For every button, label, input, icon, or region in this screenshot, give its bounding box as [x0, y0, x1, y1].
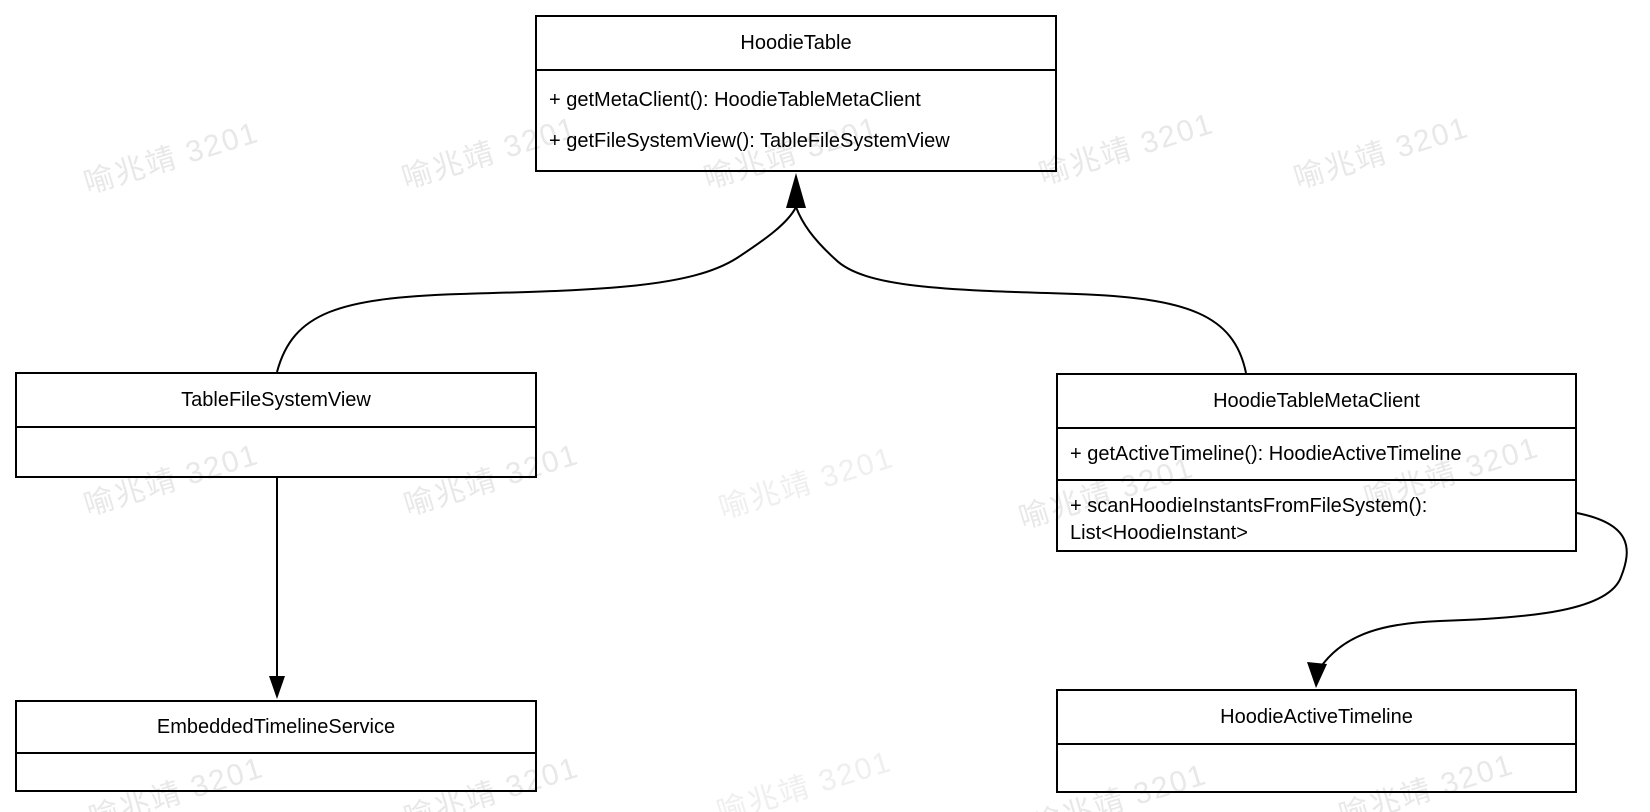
class-hoodie-table-meta-client[interactable]: HoodieTableMetaClient + getActiveTimelin… — [1056, 373, 1577, 552]
method-scan-hoodie-instants: + scanHoodieInstantsFromFileSystem(): Li… — [1058, 479, 1575, 550]
class-methods-empty — [1058, 745, 1575, 791]
method-text: + scanHoodieInstantsFromFileSystem(): Li… — [1070, 495, 1428, 544]
method-get-active-timeline: + getActiveTimeline(): HoodieActiveTimel… — [1058, 429, 1575, 479]
class-methods-empty — [17, 428, 535, 476]
edge-hoodietablemetaclient-to-hoodieactivetimeline — [1319, 512, 1628, 669]
method-text: + getActiveTimeline(): HoodieActiveTimel… — [1070, 443, 1462, 465]
class-methods-empty — [17, 754, 535, 790]
class-title: HoodieTableMetaClient — [1058, 375, 1575, 429]
arrowhead-down-hoodieactivetimeline — [1307, 662, 1327, 688]
edge-hoodietablemetaclient-to-hoodietable — [795, 206, 1247, 374]
class-embedded-timeline-service[interactable]: EmbeddedTimelineService — [15, 700, 537, 792]
arrowhead-up-hoodietable — [786, 173, 806, 208]
method-get-meta-client: + getMetaClient(): HoodieTableMetaClient — [549, 89, 921, 111]
method-get-file-system-view: + getFileSystemView(): TableFileSystemVi… — [549, 130, 950, 152]
class-title: HoodieActiveTimeline — [1058, 691, 1575, 745]
arrowhead-down-embeddedtimelineservice — [269, 676, 285, 699]
class-title: HoodieTable — [537, 17, 1055, 71]
class-hoodie-table[interactable]: HoodieTable + getMetaClient(): HoodieTab… — [535, 15, 1057, 172]
class-hoodie-active-timeline[interactable]: HoodieActiveTimeline — [1056, 689, 1577, 793]
class-table-file-system-view[interactable]: TableFileSystemView — [15, 372, 537, 478]
class-methods: + getMetaClient(): HoodieTableMetaClient… — [537, 71, 1055, 170]
class-title: TableFileSystemView — [17, 374, 535, 428]
class-title: EmbeddedTimelineService — [17, 702, 535, 754]
edge-tablefilesystemview-to-hoodietable — [276, 206, 797, 373]
